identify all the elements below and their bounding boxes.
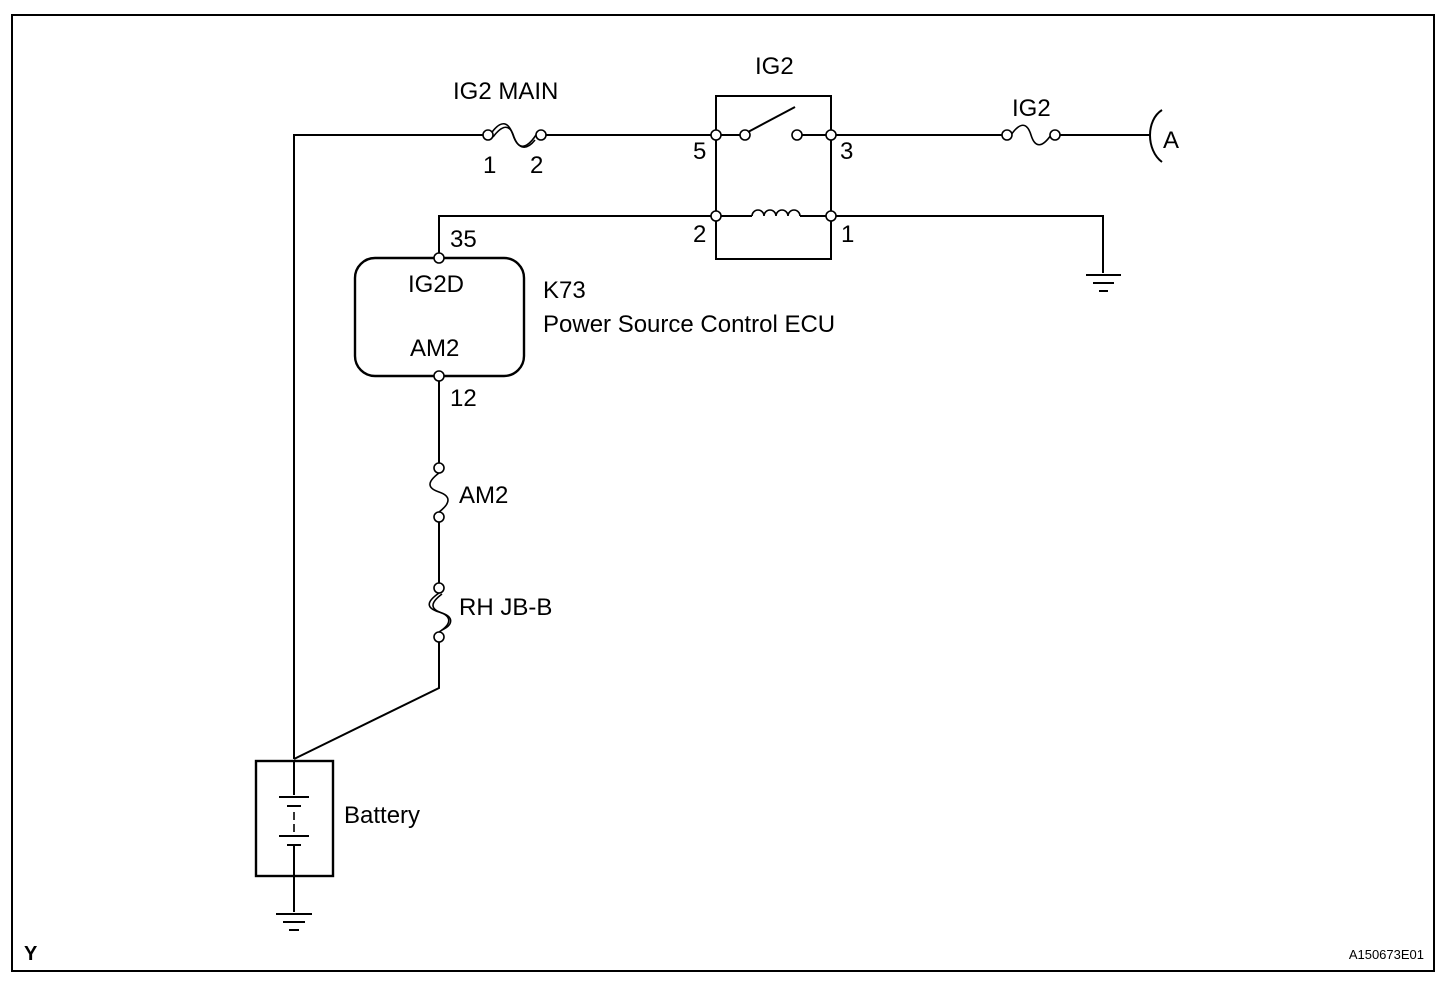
ecu-terminal-ig2d-label: IG2D — [408, 271, 464, 298]
ig2-main-fuse-label: IG2 MAIN — [453, 78, 558, 105]
connector-a-label: A — [1163, 127, 1179, 154]
battery-label: Battery — [344, 802, 420, 829]
ecu-pin-12-label: 12 — [450, 385, 477, 412]
relay-pin-5 — [710, 129, 722, 141]
ecu-name-label: Power Source Control ECU — [543, 311, 835, 338]
relay-pin-2-label: 2 — [693, 221, 706, 248]
relay-pin-2 — [710, 210, 722, 222]
ig2-fuse — [1001, 124, 1061, 146]
corner-mark: Y — [24, 943, 38, 965]
ecu-terminal-am2-label: AM2 — [410, 335, 459, 362]
am2-fuse — [429, 462, 449, 523]
rh-jb-b-fuse-label: RH JB-B — [459, 594, 552, 621]
ig2-main-fuse — [482, 122, 547, 148]
power-source-control-ecu — [353, 252, 526, 382]
ecu-pin-12 — [433, 370, 445, 382]
ecu-pin-35 — [433, 252, 445, 264]
ig2-main-pin-1-label: 1 — [483, 152, 496, 179]
wire-relay-coil-to-ecu — [438, 215, 716, 258]
ground-icon — [1086, 274, 1121, 292]
wire-relay-coil-to-ground — [831, 215, 1104, 273]
ecu-pin-35-label: 35 — [450, 226, 477, 253]
relay-pin-3 — [825, 129, 837, 141]
wire-battery-to-ig2-main — [293, 134, 485, 759]
ig2-fuse-label: IG2 — [1012, 95, 1051, 122]
figure-id: A150673E01 — [1349, 947, 1424, 962]
connector-a-symbol — [1149, 109, 1163, 163]
relay-pin-5-label: 5 — [693, 138, 706, 165]
relay-pin-1 — [825, 210, 837, 222]
am2-fuse-label: AM2 — [459, 482, 508, 509]
ig2-relay-label: IG2 — [755, 53, 794, 80]
ig2-relay — [710, 95, 837, 260]
ecu-code-label: K73 — [543, 277, 586, 304]
ig2-main-pin-2-label: 2 — [530, 152, 543, 179]
rh-jb-b-fuse — [428, 582, 452, 643]
diagram-frame — [11, 14, 1435, 972]
relay-pin-3-label: 3 — [840, 138, 853, 165]
battery — [254, 759, 335, 878]
wire-rh-jb-b-to-battery — [293, 637, 440, 760]
ground-icon — [276, 876, 312, 931]
relay-pin-1-label: 1 — [841, 221, 854, 248]
